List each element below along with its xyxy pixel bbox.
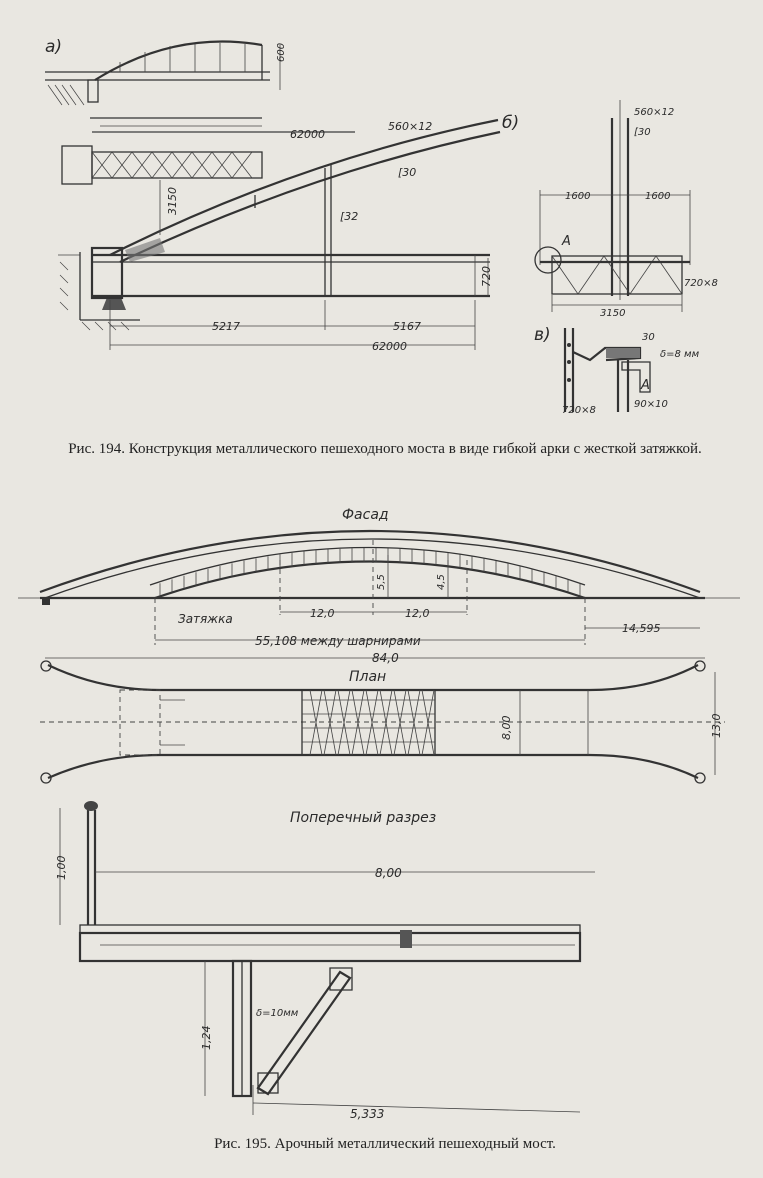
dim-c30-main: [30 <box>398 166 416 179</box>
dim-62000-bottom: 62000 <box>372 340 407 353</box>
dim-8-section: 8,00 <box>375 866 402 880</box>
dim-delta10: δ=10мм <box>256 1008 299 1019</box>
dim-12-left: 12,0 <box>310 607 335 620</box>
v-label-a: А <box>640 378 650 393</box>
dim-3150-vert: 3150 <box>166 187 179 215</box>
plan-title: План <box>349 669 386 685</box>
b-720x8: 720×8 <box>684 278 718 289</box>
fig194-caption: Рис. 194. Конструкция металлического пеш… <box>68 441 702 457</box>
dim-560x12-main: 560×12 <box>388 120 432 133</box>
v-90x10: 90×10 <box>634 399 668 410</box>
dim-4-5: 4,5 <box>436 574 447 590</box>
dim-5217: 5217 <box>212 320 240 333</box>
fig194-main-elevation <box>58 118 501 350</box>
fig194-v-detail <box>563 328 651 412</box>
tie-label: Затяжка <box>178 612 233 626</box>
fig195-plan <box>40 660 725 784</box>
dim-5167: 5167 <box>393 320 421 333</box>
fig194-label-v: в) <box>534 325 551 345</box>
b-560x12: 560×12 <box>634 107 674 118</box>
dim-5333: 5,333 <box>350 1107 384 1121</box>
fig195-facade <box>18 529 740 659</box>
fig194-b-section <box>534 100 691 312</box>
b-c30: [30 <box>634 127 651 138</box>
dim-c32: [32 <box>340 210 358 223</box>
b-3150: 3150 <box>600 308 625 319</box>
fig195-caption: Рис. 195. Арочный металлический пешеходн… <box>214 1136 556 1152</box>
fig194-label-a: а) <box>45 37 62 57</box>
dim-84: 84,0 <box>372 651 399 665</box>
dim-1-00: 1,00 <box>55 856 68 881</box>
b-label-a: А <box>561 234 571 249</box>
dim-62000-top: 62000 <box>290 128 325 141</box>
b-1600-right: 1600 <box>645 191 670 202</box>
dim-55108: 55,108 между шарнирами <box>255 634 421 648</box>
fig194-label-b: б) <box>502 113 519 133</box>
dim-13: 13,0 <box>710 714 723 739</box>
dim-1-24: 1,24 <box>200 1026 213 1051</box>
b-1600-left: 1600 <box>565 191 590 202</box>
dim-600: 600 <box>276 43 287 62</box>
dim-14595: 14,595 <box>622 622 661 635</box>
v-delta: δ=8 мм <box>660 349 700 360</box>
facade-title: Фасад <box>342 507 389 523</box>
section-title: Поперечный разрез <box>290 810 436 826</box>
fig195-section <box>59 801 595 1115</box>
dim-5-5: 5,5 <box>376 574 387 590</box>
fig194-a-truss <box>61 145 263 185</box>
dim-12-right: 12,0 <box>405 607 430 620</box>
dim-8-plan: 8,00 <box>500 716 513 741</box>
v-30: 30 <box>642 332 655 343</box>
v-720x8: 720×8 <box>562 405 596 416</box>
dim-720: 720 <box>480 266 493 287</box>
